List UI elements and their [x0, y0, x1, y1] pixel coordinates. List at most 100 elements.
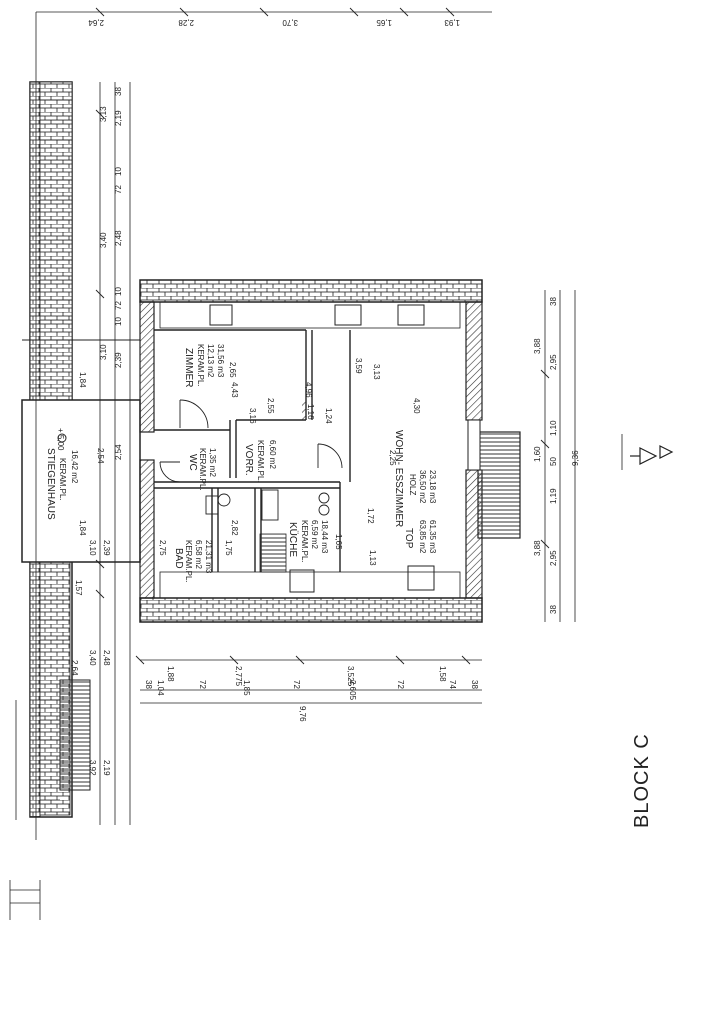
- room-kueche-area: 6,59 m2: [310, 520, 319, 549]
- wall-right-upper: [465, 301, 483, 421]
- room-kueche-volume: 18,44 m3: [320, 520, 329, 554]
- dim-top-4: 1,93: [444, 18, 460, 27]
- dims-bottom: 1,88 2,775 3,525 1,58 38 1,04 72 1,85 72…: [144, 666, 479, 722]
- dim-right-sub-2: 50: [549, 457, 558, 466]
- level-marker-icon: [57, 433, 67, 443]
- room-wohn-area: 36,50 m2: [418, 470, 427, 504]
- dim-right-total: 9,36: [571, 450, 580, 466]
- dim-left-outer-1: 3,40: [99, 232, 108, 248]
- dim-left-outer-0: 3,13: [99, 106, 108, 122]
- dim-left-small-5: 10: [114, 317, 123, 326]
- dim-bottom-2: 3,525: [346, 666, 355, 687]
- dims-top: 2,64 2,28 3,70 1,65 1,93: [88, 18, 460, 27]
- dimension-ticks: [95, 7, 550, 665]
- stair-level: + 5,00: [56, 428, 65, 451]
- room-bad-area: 6,58 m2: [194, 540, 203, 569]
- dim-bottom-sub-6: 72: [396, 680, 405, 689]
- wall-bottom: [139, 597, 483, 623]
- dim-int-1: 4,96: [304, 382, 313, 398]
- dims-right: 3,88 1,60 3,88 2,95 1,10 50 1,19 2,95 38…: [533, 297, 580, 614]
- room-top-name: TOP: [403, 528, 414, 549]
- dim-right-sub-0: 2,95: [549, 354, 558, 370]
- dim-left-outer-2: 3,10: [99, 344, 108, 360]
- dim-right-sub-1: 1,10: [549, 420, 558, 436]
- dim-stair-left-1: 1,84: [78, 520, 87, 536]
- interior-walls: [154, 329, 351, 572]
- dim-stair-mid-5: 2,19: [102, 760, 111, 776]
- apartment-walls: [139, 279, 521, 623]
- dim-int-5: 3,13: [372, 364, 381, 380]
- dim-bottom-sub-2: 72: [198, 680, 207, 689]
- room-wohn-floor: HOLZ: [408, 474, 417, 495]
- room-top-area: 63,85 m2: [418, 520, 427, 554]
- dims-left: 3,13 3,40 3,10 2,19 2,48 2,39 2,54 38 10…: [99, 87, 123, 460]
- room-wc: WC KERAM.PL. 1,35 m2: [187, 448, 217, 491]
- stair-floor: KERAM.PL.: [58, 458, 67, 501]
- dim-right-sub-6: 38: [549, 605, 558, 614]
- stair-treads: [40, 99, 72, 801]
- dim-bottom-1: 2,775: [234, 666, 243, 687]
- dim-top-0: 2,64: [88, 18, 104, 27]
- dim-stair-mid-4: 3,40: [88, 650, 97, 666]
- dim-int-15: 2,65: [228, 362, 237, 378]
- dimension-lines: [9, 11, 623, 920]
- dim-int-0: 4,43: [230, 382, 239, 398]
- room-bad: BAD KERAM.PL. 6,58 m2 21,31 m3: [173, 540, 213, 583]
- stairwell-block: + 5,00 STIEGENHAUS KERAM.PL. 16,42 m2: [21, 81, 141, 818]
- dim-bottom-sub-4: 72: [292, 680, 301, 689]
- dim-left-small-1: 10: [114, 167, 123, 176]
- dim-left-mid-2: 2,39: [114, 352, 123, 368]
- section-arrow-icon: [630, 445, 674, 465]
- dim-bottom-sub-8: 38: [470, 680, 479, 689]
- balcony: [477, 431, 521, 539]
- room-bad-volume: 21,31 m3: [204, 540, 213, 574]
- stair-flight-box: [59, 679, 91, 791]
- room-top: TOP 63,85 m2 61,35 m3: [403, 520, 437, 554]
- stair-name: STIEGENHAUS: [45, 448, 56, 520]
- dim-stair-left-3: 2,64: [70, 660, 79, 676]
- dim-top-3: 1,65: [376, 18, 392, 27]
- dim-top-2: 3,70: [282, 18, 298, 27]
- dim-left-mid-1: 2,48: [114, 230, 123, 246]
- dim-left-small-4: 72: [114, 301, 123, 310]
- room-zimmer: ZIMMER KERAM.PL. 12,13 m2 31,56 m3: [183, 344, 225, 387]
- room-vorr-name: VORR.: [243, 444, 254, 476]
- room-vorr: VORR. KERAM.PL. 6,60 m2: [243, 440, 277, 483]
- room-wc-area: 1,35 m2: [208, 448, 217, 477]
- dim-int-9: 1,13: [368, 550, 377, 566]
- dim-int-12: 2,75: [158, 540, 167, 556]
- room-zimmer-name: ZIMMER: [183, 348, 194, 387]
- dim-right-1: 1,60: [533, 446, 542, 462]
- dim-stair-left-2: 1,57: [74, 580, 83, 596]
- dim-left-mid-0: 2,19: [114, 110, 123, 126]
- dim-int-2: 3,16: [248, 408, 257, 424]
- dims-interior: 4,43 4,96 3,16 4,30 3,59 3,13 2,55 1,24 …: [158, 358, 421, 566]
- dim-int-11: 2,25: [388, 450, 397, 466]
- dim-left-small-3: 10: [114, 287, 123, 296]
- room-bad-floor: KERAM.PL.: [184, 540, 193, 583]
- room-kueche-floor: KERAM.PL.: [300, 520, 309, 563]
- dim-top-1: 2,28: [178, 18, 194, 27]
- dim-right-sub-4: 2,95: [549, 550, 558, 566]
- dims-stair: 1,84 1,84 1,57 2,64 2,54 3,10 2,39 2,48 …: [70, 372, 111, 776]
- dim-bottom-0: 1,88: [166, 666, 175, 682]
- room-vorr-floor: KERAM.PL.: [256, 440, 265, 483]
- block-label: BLOCK C: [631, 733, 653, 828]
- room-wohn: WOHN- ESSZIMMER HOLZ 36,50 m2 23,18 m3: [393, 430, 437, 527]
- dim-int-13: 1,75: [224, 540, 233, 556]
- room-zimmer-volume: 31,56 m3: [216, 344, 225, 378]
- dim-stair-mid-3: 2,48: [102, 650, 111, 666]
- wall-left-lower: [139, 459, 155, 599]
- wall-top: [139, 279, 483, 303]
- dim-right-2: 3,88: [533, 540, 542, 556]
- dim-left-small-2: 72: [114, 185, 123, 194]
- dim-right-sub-3: 1,19: [549, 488, 558, 504]
- room-zimmer-floor: KERAM.PL.: [196, 344, 205, 387]
- dim-bottom-sub-7: 74: [448, 680, 457, 689]
- room-wohn-volume: 23,18 m3: [428, 470, 437, 504]
- dim-stair-mid-6: 3,92: [88, 760, 97, 776]
- stair-landing: [21, 399, 141, 563]
- dim-int-7: 1,24: [324, 408, 333, 424]
- dim-stair-mid-0: 2,54: [96, 448, 105, 464]
